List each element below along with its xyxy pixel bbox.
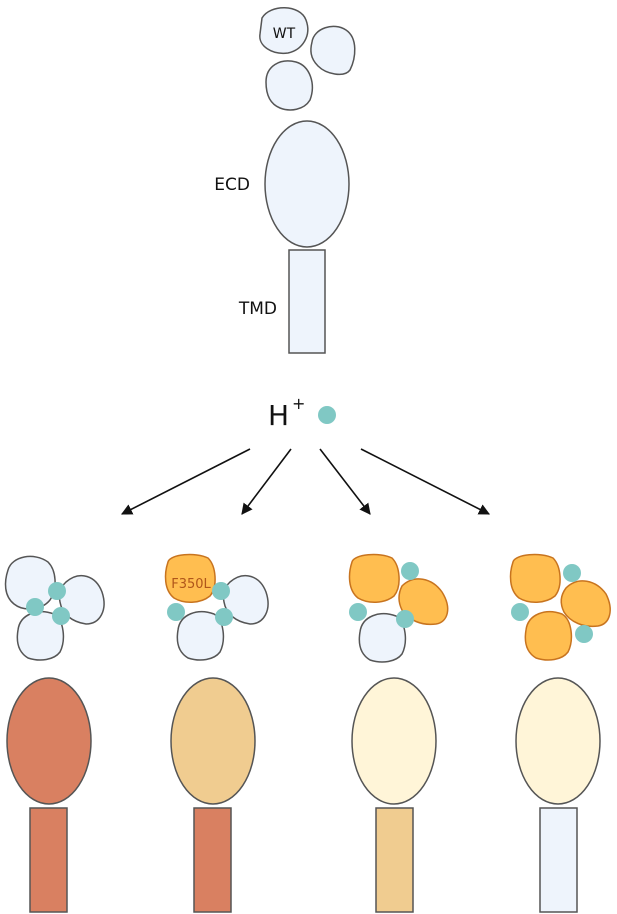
- variant-2-proton-1: [212, 582, 230, 600]
- arrow-4: [360, 448, 490, 515]
- wt-subunit-3: [265, 60, 314, 111]
- proton-superscript: +: [292, 394, 305, 413]
- variant-1-trimer: [4, 555, 105, 661]
- variant-2-proton-2: [167, 603, 185, 621]
- variant-4-proton-3: [575, 625, 593, 643]
- variant-1-subunit-1: [4, 555, 56, 610]
- arrow-1: [121, 448, 251, 515]
- variant-2-trimer: F350L: [164, 553, 269, 661]
- variant-3-tmd: [375, 807, 414, 913]
- variant-4-trimer: [509, 553, 611, 661]
- variant-4-proton-1: [563, 564, 581, 582]
- variant-2-subunit-mutant: [164, 553, 216, 603]
- variant-4-tmd: [539, 807, 578, 913]
- variant-3-proton-3: [396, 610, 414, 628]
- variant-2-mutation-label: F350L: [171, 577, 211, 592]
- proton-legend: H +: [268, 394, 336, 432]
- variant-3-proton-1: [401, 562, 419, 580]
- ecd-label: ECD: [214, 175, 250, 195]
- variant-4-ecd: [515, 677, 601, 805]
- wt-ecd: [264, 120, 350, 248]
- variant-1-ecd: [6, 677, 92, 805]
- variant-4-proton-2: [511, 603, 529, 621]
- variant-2-ecd: [170, 677, 256, 805]
- variant-4-subunit-mutant-1: [509, 553, 561, 603]
- variant-2-tmd: [193, 807, 232, 913]
- variant-3-subunit-mutant-1: [348, 553, 400, 603]
- variant-1: [4, 555, 105, 913]
- wt-subunit-2: [310, 25, 356, 76]
- wt-subunit-1: [259, 7, 309, 54]
- variant-4-subunit-mutant-2: [560, 580, 611, 628]
- variant-3-trimer: [348, 553, 449, 663]
- variant-2-subunit-3: [176, 610, 225, 661]
- arrows: [121, 448, 490, 515]
- wt-trimer: WT: [259, 7, 356, 111]
- arrow-3: [319, 448, 371, 515]
- proton-icon: [318, 406, 336, 424]
- arrow-2: [241, 448, 292, 515]
- variant-3-ecd: [351, 677, 437, 805]
- proton-symbol: H: [268, 399, 289, 432]
- variant-3: [348, 553, 449, 913]
- variant-2: F350L: [164, 553, 269, 913]
- variant-3-subunit-3: [358, 612, 407, 663]
- variant-3-proton-2: [349, 603, 367, 621]
- wt-receptor: WT ECD TMD: [214, 7, 356, 354]
- variant-1-proton-1: [48, 582, 66, 600]
- tmd-label: TMD: [238, 299, 277, 319]
- variant-2-proton-3: [215, 608, 233, 626]
- variant-4: [509, 553, 611, 913]
- variant-4-subunit-mutant-3: [524, 610, 573, 661]
- wt-label: WT: [273, 26, 296, 42]
- variant-1-tmd: [29, 807, 68, 913]
- variant-1-proton-3: [52, 607, 70, 625]
- wt-tmd: [288, 249, 326, 354]
- variant-1-proton-2: [26, 598, 44, 616]
